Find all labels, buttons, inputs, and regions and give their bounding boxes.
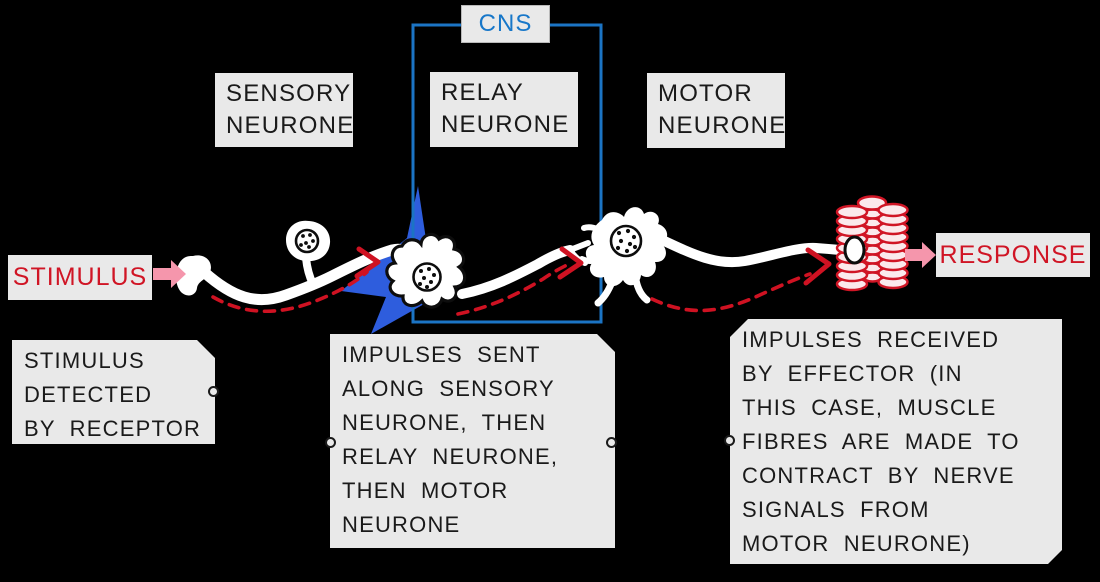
motor-end-plate-icon xyxy=(843,235,866,265)
stimulus-label: STIMULUS xyxy=(8,255,152,300)
motor-neurone-label: MOTOR NEURONE xyxy=(647,73,785,148)
relay-neurone-illustration xyxy=(385,232,591,309)
connector-dot-icon xyxy=(208,386,219,397)
impulse-path-sensory xyxy=(211,246,381,313)
response-arrow-icon xyxy=(905,242,936,268)
relay-neurone-label: RELAY NEURONE xyxy=(430,72,578,147)
effector-caption: IMPULSES RECEIVED BY EFFECTOR (IN THIS C… xyxy=(730,319,1062,564)
cns-label: CNS xyxy=(461,5,550,43)
receptor-caption: STIMULUS DETECTED BY RECEPTOR xyxy=(12,340,215,444)
connector-dot-icon xyxy=(724,435,735,446)
sensory-neurone-label: SENSORY NEURONE xyxy=(215,73,353,147)
motor-nucleus-icon xyxy=(609,224,643,258)
relay-nucleus-icon xyxy=(412,262,442,292)
receptor-icon xyxy=(175,255,211,296)
muscle-fibres-icon xyxy=(835,195,909,292)
impulse-path-motor xyxy=(650,247,832,313)
pathway-caption: IMPULSES SENT ALONG SENSORY NEURONE, THE… xyxy=(330,334,615,548)
impulse-path-relay xyxy=(456,246,584,316)
motor-neurone-illustration xyxy=(579,207,854,307)
stimulus-arrow-icon xyxy=(153,260,186,288)
response-label: RESPONSE xyxy=(936,233,1090,277)
sensory-nucleus-icon xyxy=(294,228,320,254)
connector-dot-icon xyxy=(325,437,336,448)
connector-dot-icon xyxy=(606,437,617,448)
